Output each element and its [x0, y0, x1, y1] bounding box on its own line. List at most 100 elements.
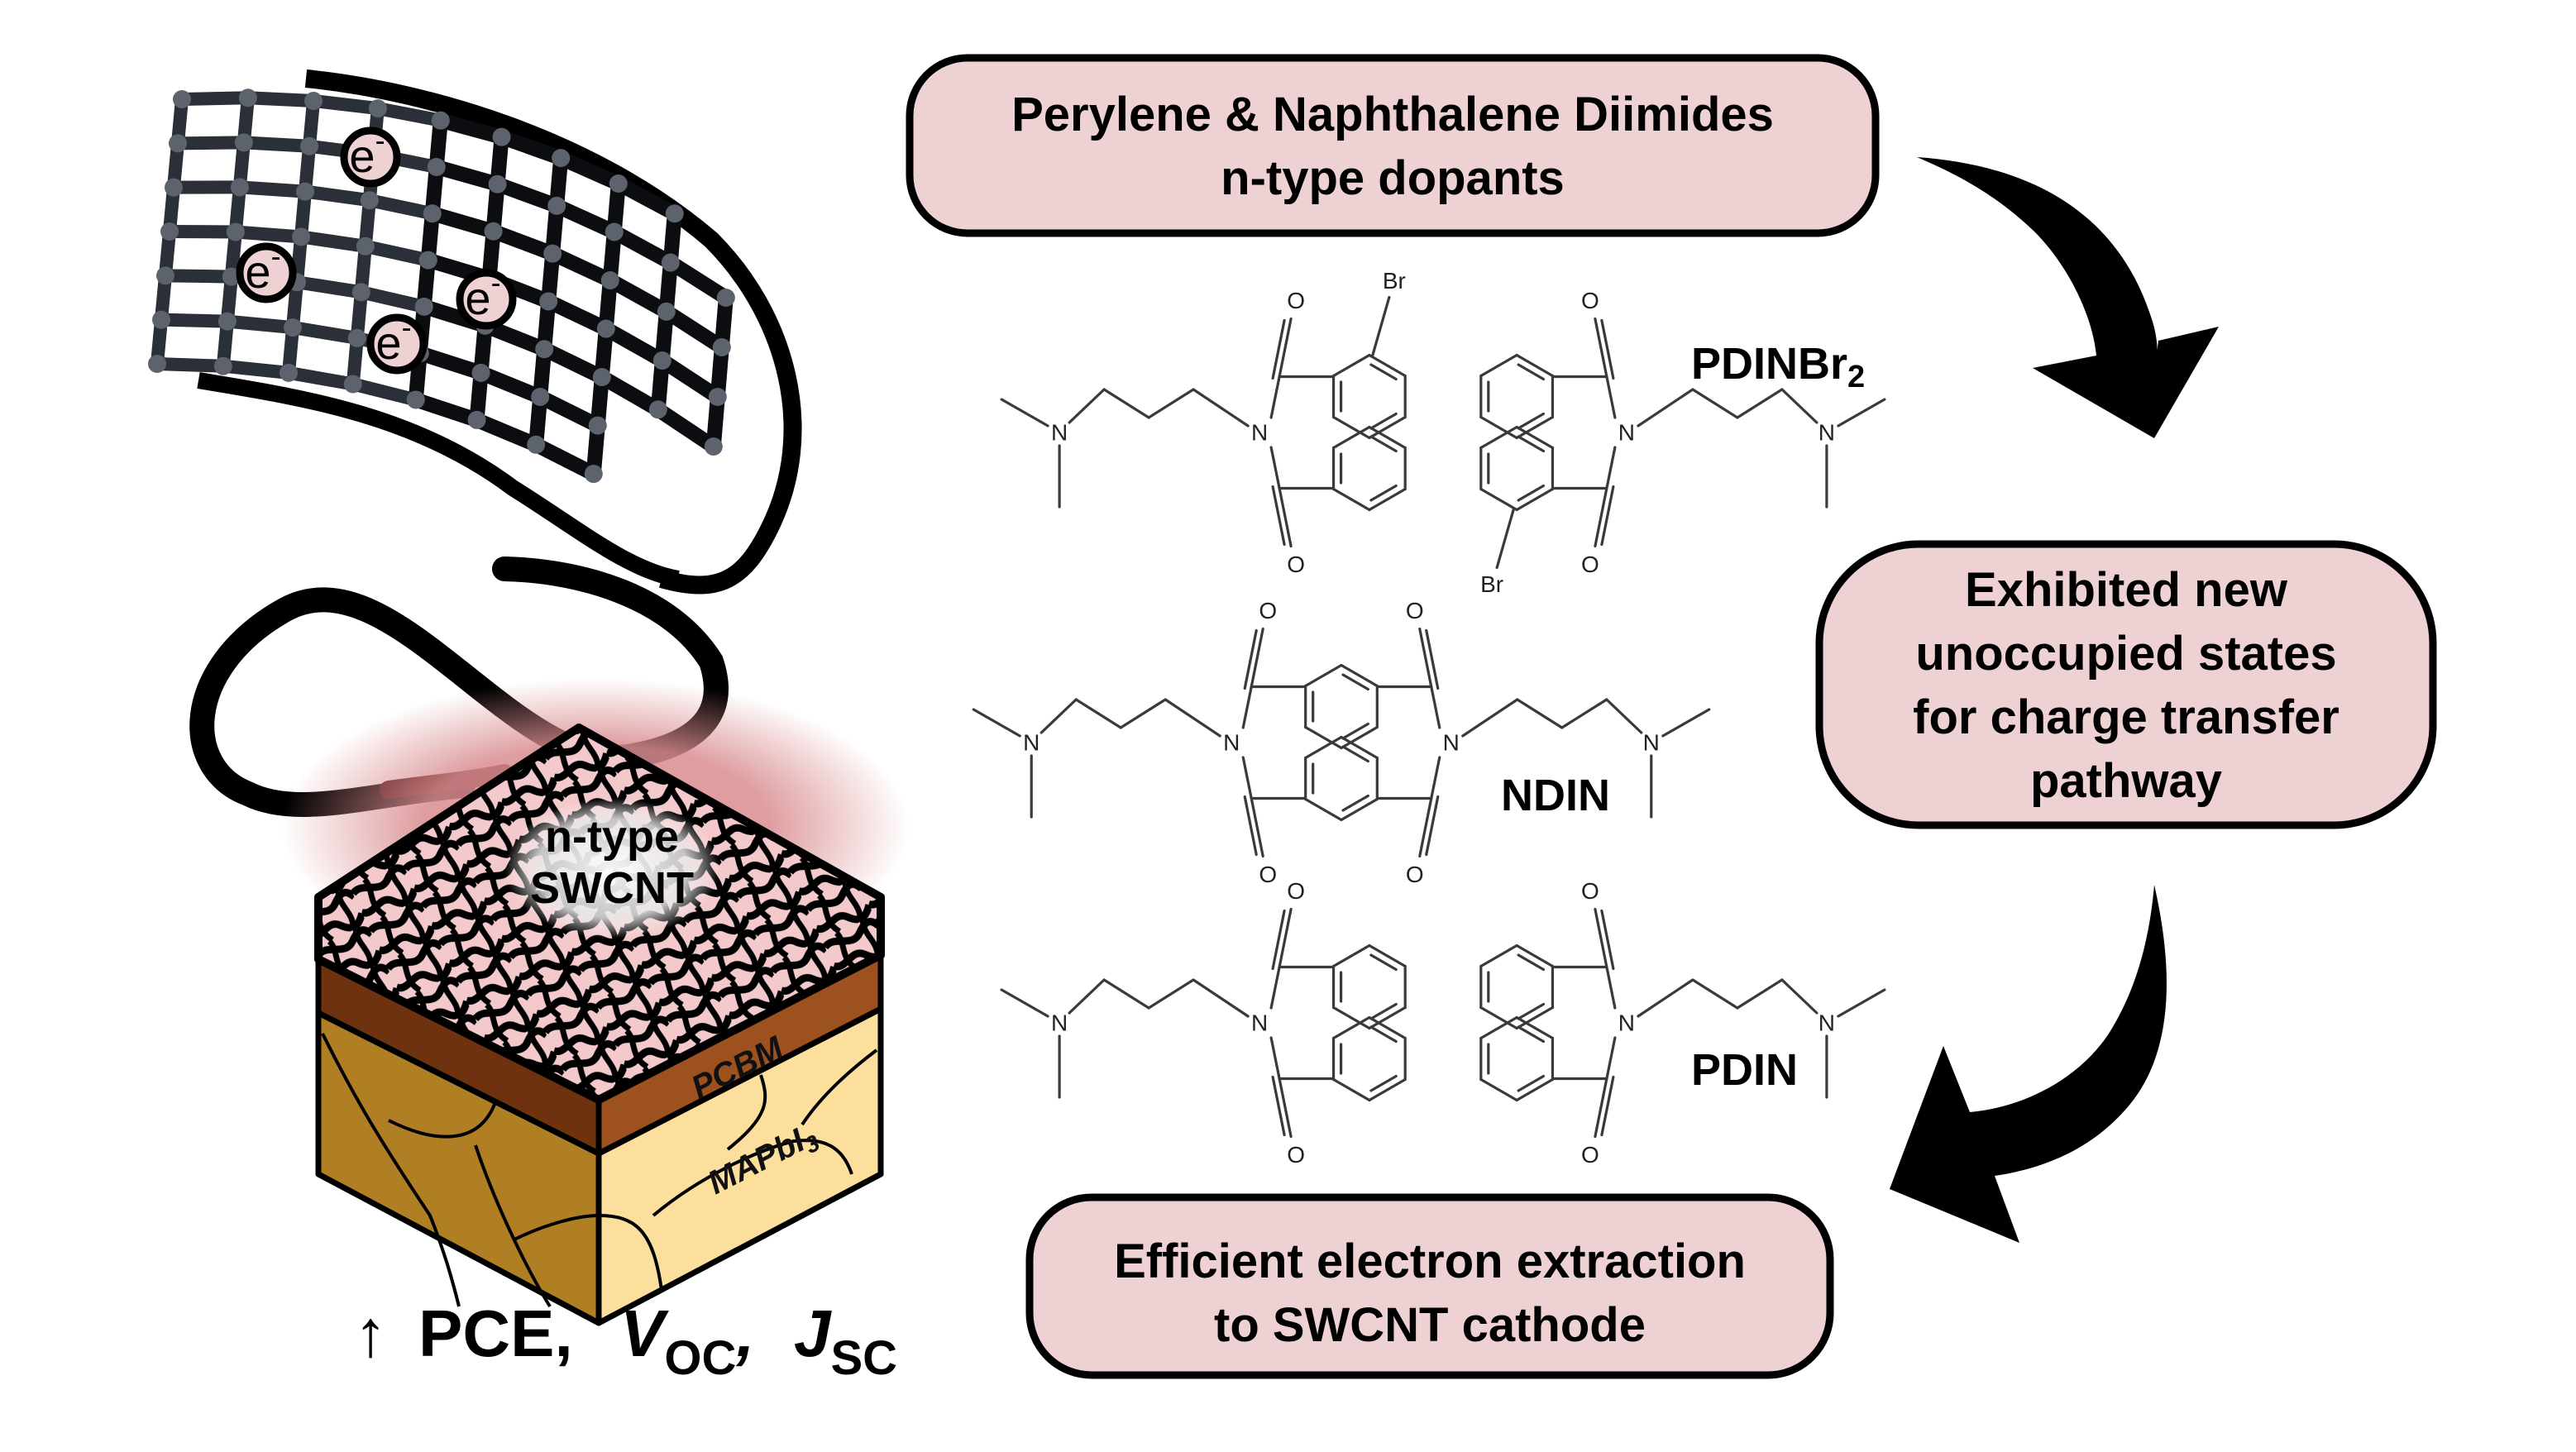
bond	[1368, 943, 1407, 968]
nanotube-tail	[189, 556, 729, 817]
nanotube-bond	[294, 230, 372, 253]
nanotube-atom	[213, 356, 232, 375]
nanotube-atom	[343, 375, 362, 394]
bond	[1147, 978, 1195, 1010]
bond	[1250, 627, 1264, 689]
bond	[1269, 965, 1281, 1010]
double-bond	[1600, 485, 1615, 547]
nanotube-bond	[594, 370, 666, 418]
nanotube-atom	[605, 222, 624, 241]
bond	[1164, 698, 1221, 738]
nanotube-atom	[596, 319, 615, 338]
bond	[1430, 756, 1441, 800]
nanotube-atom	[234, 133, 253, 152]
nanotube-atom	[152, 310, 170, 329]
label-pdinbr2: PDINBr2	[1691, 339, 1865, 394]
nanotube-atom	[356, 236, 375, 256]
bond	[1637, 978, 1694, 1018]
nanotube-bond	[358, 239, 435, 267]
nanotube-atom	[414, 297, 433, 316]
bond	[1368, 1015, 1407, 1040]
nanotube-lattice	[148, 88, 735, 484]
nanotube-atom	[492, 127, 511, 146]
electron-label: e-	[245, 239, 280, 298]
bond	[1331, 425, 1371, 450]
double-bond	[1271, 485, 1286, 547]
nanotube-bond	[537, 342, 609, 385]
nanotube-atom	[165, 178, 183, 197]
nanotube-atom	[584, 465, 603, 484]
nanotube-atom	[704, 437, 723, 456]
atom-nitrogen: N	[1443, 730, 1460, 756]
performance-metrics: ↑ PCE, VOC, JSC	[354, 1297, 897, 1385]
bond	[1479, 415, 1518, 440]
nanotube-atom	[431, 111, 450, 130]
bond	[1515, 425, 1555, 450]
nanotube-atom	[160, 222, 179, 241]
bond	[1074, 698, 1122, 729]
nanotube-bond	[307, 93, 385, 116]
bond	[1837, 398, 1886, 427]
swcnt-label-glow	[504, 798, 719, 939]
bond	[1102, 388, 1150, 419]
double-bond	[1517, 412, 1546, 430]
nanotube-bond	[469, 412, 544, 452]
bond	[1594, 317, 1608, 379]
nanotube-atom	[427, 157, 446, 176]
bond	[1515, 1015, 1555, 1040]
atom-oxygen: O	[1406, 862, 1424, 887]
nanotube-bond	[610, 175, 682, 222]
nanotube-atom	[173, 90, 191, 108]
atom-oxygen: O	[1287, 552, 1305, 577]
bond	[1278, 486, 1293, 548]
bond	[1479, 943, 1518, 968]
box-bottom-line-2: to SWCNT cathode	[1214, 1298, 1646, 1352]
double-bond	[1517, 953, 1546, 972]
box-bottom-electron-extraction: Efficient electron extraction to SWCNT c…	[1025, 1193, 1834, 1379]
nanotube-atom	[169, 134, 187, 153]
atom-oxygen: O	[1581, 1142, 1599, 1168]
box-bottom-shape	[1025, 1193, 1834, 1379]
nanotube-bond	[241, 91, 321, 107]
nanotube-atom	[156, 266, 174, 285]
atom-oxygen: O	[1581, 878, 1599, 904]
nanotube-atom	[531, 388, 550, 406]
bond	[1304, 663, 1343, 688]
nanotube-atom	[360, 191, 379, 210]
bond	[1304, 735, 1343, 760]
bond	[1515, 415, 1555, 440]
double-bond	[1369, 363, 1398, 381]
nanotube-atom	[148, 355, 166, 373]
nanotube-atom	[230, 178, 249, 197]
atom-bromine: Br	[1383, 268, 1406, 294]
nanotube-bond	[433, 112, 509, 145]
electron-circle	[366, 313, 428, 375]
nanotube-atom	[471, 363, 490, 382]
double-bond	[1517, 1025, 1546, 1044]
double-bond	[1369, 1074, 1398, 1092]
atom-nitrogen: N	[1251, 1010, 1268, 1036]
nanotube-bond	[494, 129, 569, 166]
bond	[1000, 988, 1049, 1018]
atom-oxygen: O	[1287, 288, 1305, 313]
atom-oxygen: O	[1581, 288, 1599, 313]
nanotube-atom	[543, 244, 562, 263]
double-bond	[1600, 318, 1615, 380]
bond	[1340, 725, 1379, 750]
bond	[1102, 978, 1150, 1010]
nanotube-atom	[648, 400, 667, 419]
nanotube-bond	[286, 321, 364, 345]
box-top-dopants: Perylene & Naphthalene Diimides n-type d…	[906, 54, 1880, 237]
nanotube-atom	[661, 253, 680, 272]
double-bond	[1517, 363, 1546, 381]
double-bond	[1600, 909, 1615, 971]
bond	[1119, 698, 1167, 729]
nanotube-bond	[650, 402, 721, 454]
double-bond	[1271, 1075, 1286, 1137]
nanotube-atom	[716, 289, 735, 307]
bond	[1605, 698, 1643, 734]
carbon-nanotube: e- e- e- e-	[148, 69, 802, 817]
nanotube-atom	[423, 204, 442, 223]
atom-oxygen: O	[1287, 878, 1305, 904]
